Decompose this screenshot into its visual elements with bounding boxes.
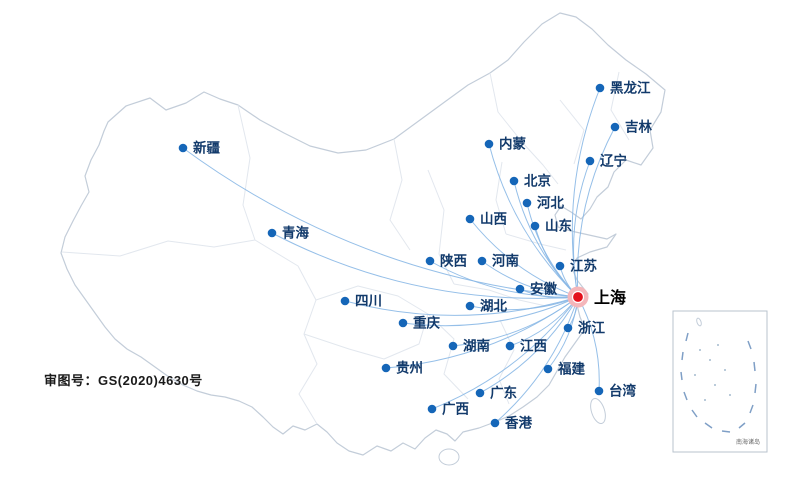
province-dot — [465, 301, 475, 311]
province-dot — [381, 363, 391, 373]
province-label: 山西 — [480, 212, 507, 227]
province-dot — [465, 214, 475, 224]
province-dot — [515, 284, 525, 294]
province-label: 江西 — [520, 338, 547, 354]
route-line — [344, 296, 579, 316]
province-label: 湖北 — [480, 299, 507, 314]
hub-label: 上海 — [594, 288, 626, 307]
province-dot — [595, 83, 605, 93]
inset-border — [672, 310, 768, 453]
province-dot — [555, 261, 565, 271]
route-line — [576, 126, 616, 298]
inset-south-china-sea: 南海诸岛 — [672, 310, 768, 453]
province-dot — [594, 386, 604, 396]
province-dot — [340, 296, 350, 306]
province-label: 吉林 — [625, 119, 653, 135]
province-label: 内蒙 — [499, 136, 527, 152]
province-dot — [477, 256, 487, 266]
province-label: 贵州 — [396, 360, 423, 376]
hub-marker: 上海 — [567, 286, 626, 308]
route-line — [479, 296, 579, 394]
route-line — [271, 232, 579, 299]
province-dot — [427, 404, 437, 414]
province-label: 黑龙江 — [610, 80, 651, 96]
route-line — [402, 296, 579, 327]
route-line — [481, 260, 579, 298]
province-dot — [398, 318, 408, 328]
province-dot — [530, 221, 540, 231]
inset-label: 南海诸岛 — [736, 438, 760, 446]
province-label: 广东 — [490, 385, 518, 401]
hainan-island — [438, 448, 460, 466]
province-label: 台湾 — [609, 383, 637, 399]
province-dot — [585, 156, 595, 166]
province-label: 广西 — [442, 401, 469, 417]
province-dot — [267, 228, 277, 238]
taiwan-island — [590, 397, 606, 425]
province-dot — [490, 418, 500, 428]
map-approval-number: 审图号：GS(2020)4630号 — [44, 373, 203, 388]
province-label: 福建 — [557, 361, 586, 377]
province-label: 北京 — [524, 173, 551, 189]
province-label: 青海 — [282, 225, 309, 241]
route-line — [385, 296, 579, 369]
province-label: 山东 — [545, 218, 573, 234]
province-dot — [509, 176, 519, 186]
inset-islands — [694, 344, 731, 401]
china-outline — [60, 12, 666, 466]
province-dot — [178, 143, 188, 153]
route-line — [573, 160, 591, 298]
route-line — [469, 218, 579, 298]
province-label: 四川 — [355, 294, 382, 309]
route-line — [469, 296, 579, 311]
province-dot — [610, 122, 620, 132]
route-line — [429, 260, 579, 298]
province-dot — [522, 198, 532, 208]
province-label: 湖南 — [463, 338, 490, 354]
province-label: 香港 — [504, 415, 533, 431]
province-label: 辽宁 — [600, 153, 627, 169]
province-dot — [448, 341, 458, 351]
province-dot — [543, 364, 553, 374]
province-label: 河南 — [492, 253, 519, 269]
route-line — [577, 296, 600, 392]
province-dot — [563, 323, 573, 333]
nine-dash-line — [680, 332, 757, 433]
province-dot — [425, 256, 435, 266]
province-label: 浙江 — [578, 320, 606, 336]
province-label: 重庆 — [413, 315, 440, 331]
province-dot — [475, 388, 485, 398]
route-line — [431, 296, 579, 410]
province-label: 安徽 — [530, 281, 558, 297]
province-dot — [505, 341, 515, 351]
province-label: 陕西 — [440, 253, 467, 269]
province-label: 江苏 — [570, 258, 598, 274]
province-label: 河北 — [537, 195, 565, 211]
hub-dot — [571, 290, 585, 304]
province-dot — [484, 139, 494, 149]
province-label: 新疆 — [193, 140, 220, 156]
